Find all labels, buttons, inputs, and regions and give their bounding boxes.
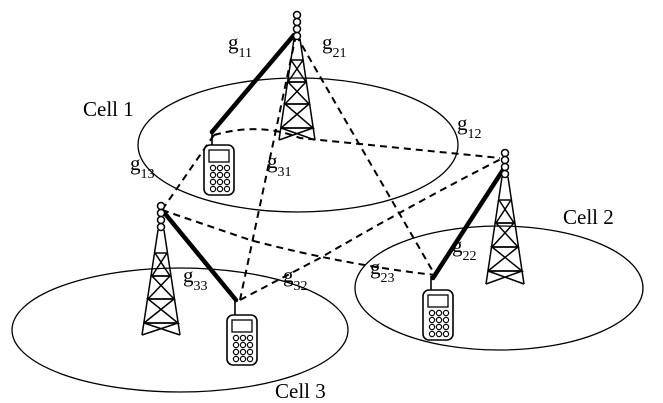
mobile-phone-icon [226,301,258,366]
gain-label-g33: g33 [183,263,208,294]
gain-label-g12: g12 [457,111,482,142]
gain-label-g32: g32 [283,263,308,294]
cell-2-label: Cell 2 [563,205,614,229]
tower-icon [278,10,316,141]
gain-label-g31: g31 [267,149,292,180]
link-g11 [209,32,297,135]
link-g22 [430,167,506,281]
gain-label-g23: g23 [370,255,395,286]
cell-2-boundary [354,225,644,351]
cell-1-boundary [137,77,459,213]
gain-label-g11: g11 [228,30,252,61]
link-g12 [213,128,501,159]
cell-1-label: Cell 1 [83,97,134,121]
link-g23 [161,209,436,276]
mobile-phone-icon [203,131,235,196]
tower-icon [485,148,525,285]
link-g33 [159,207,239,303]
gain-label-g22: g22 [452,233,477,264]
link-g32 [239,157,504,301]
cell-3-boundary [11,267,349,393]
mobile-phone-icon [422,276,454,341]
link-g31 [239,34,297,301]
tower-icon [141,201,181,336]
cell-3-label: Cell 3 [275,379,326,403]
gain-label-g13: g13 [130,151,155,182]
link-g21 [295,34,436,276]
gain-label-g21: g21 [322,30,347,61]
